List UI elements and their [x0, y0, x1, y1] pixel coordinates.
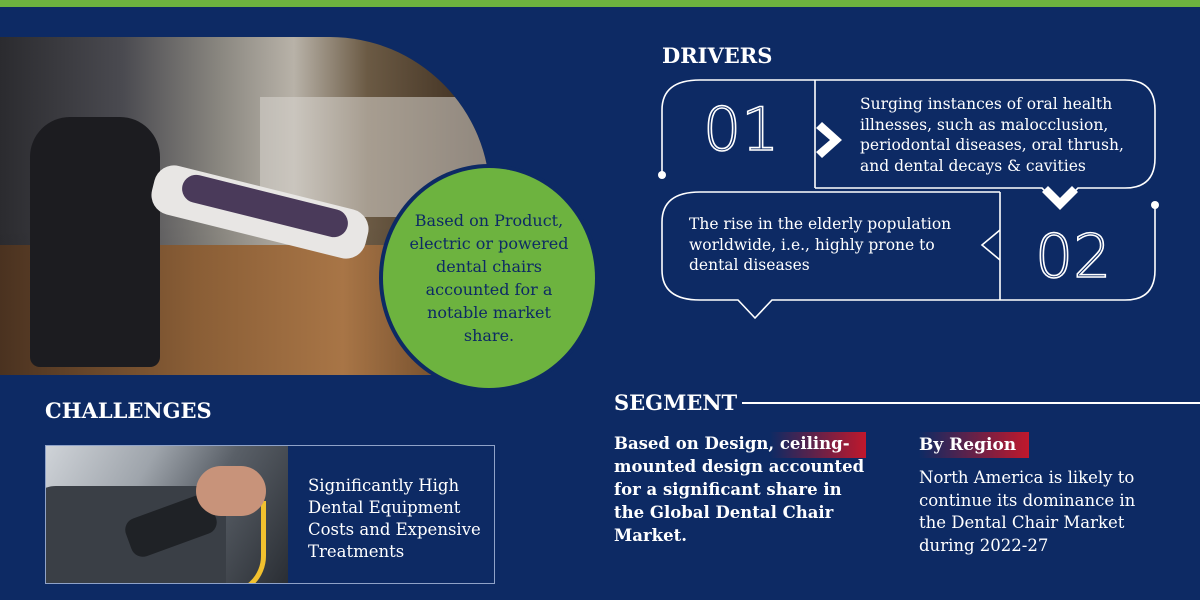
photo-hand: [196, 466, 266, 516]
design-highlight-bar: [770, 432, 866, 458]
photo-cable: [221, 501, 266, 583]
region-text: North America is likely to continue its …: [919, 468, 1136, 555]
segment-design-text: Based on Design, ceiling-mounted design …: [614, 434, 865, 545]
highlight-text: Based on Product, electric or powered de…: [409, 211, 569, 345]
segment-divider: [742, 402, 1200, 404]
challenge-box: [45, 445, 495, 584]
photo-stool: [30, 117, 160, 367]
driver-text-01: Surging instances of oral health illness…: [860, 95, 1124, 175]
ev-charger-photo: [46, 446, 288, 583]
chevron-down-icon: [1042, 186, 1078, 210]
driver-text-02: The rise in the elderly population world…: [689, 215, 952, 274]
segment-title: SEGMENT: [614, 390, 738, 415]
region-label-text: By Region: [919, 435, 1017, 455]
driver-number-02: 02: [1034, 222, 1112, 292]
chevron-right-icon: [816, 122, 842, 158]
challenges-title: CHALLENGES: [45, 398, 212, 423]
region-label: By Region: [919, 432, 1029, 458]
highlight-circle: Based on Product, electric or powered de…: [383, 168, 595, 388]
drivers-title: DRIVERS: [662, 43, 773, 68]
driver-number-01: 01: [702, 95, 780, 165]
top-accent-bar: [0, 0, 1200, 7]
challenge-text: Significantly High Dental Equipment Cost…: [308, 476, 481, 561]
